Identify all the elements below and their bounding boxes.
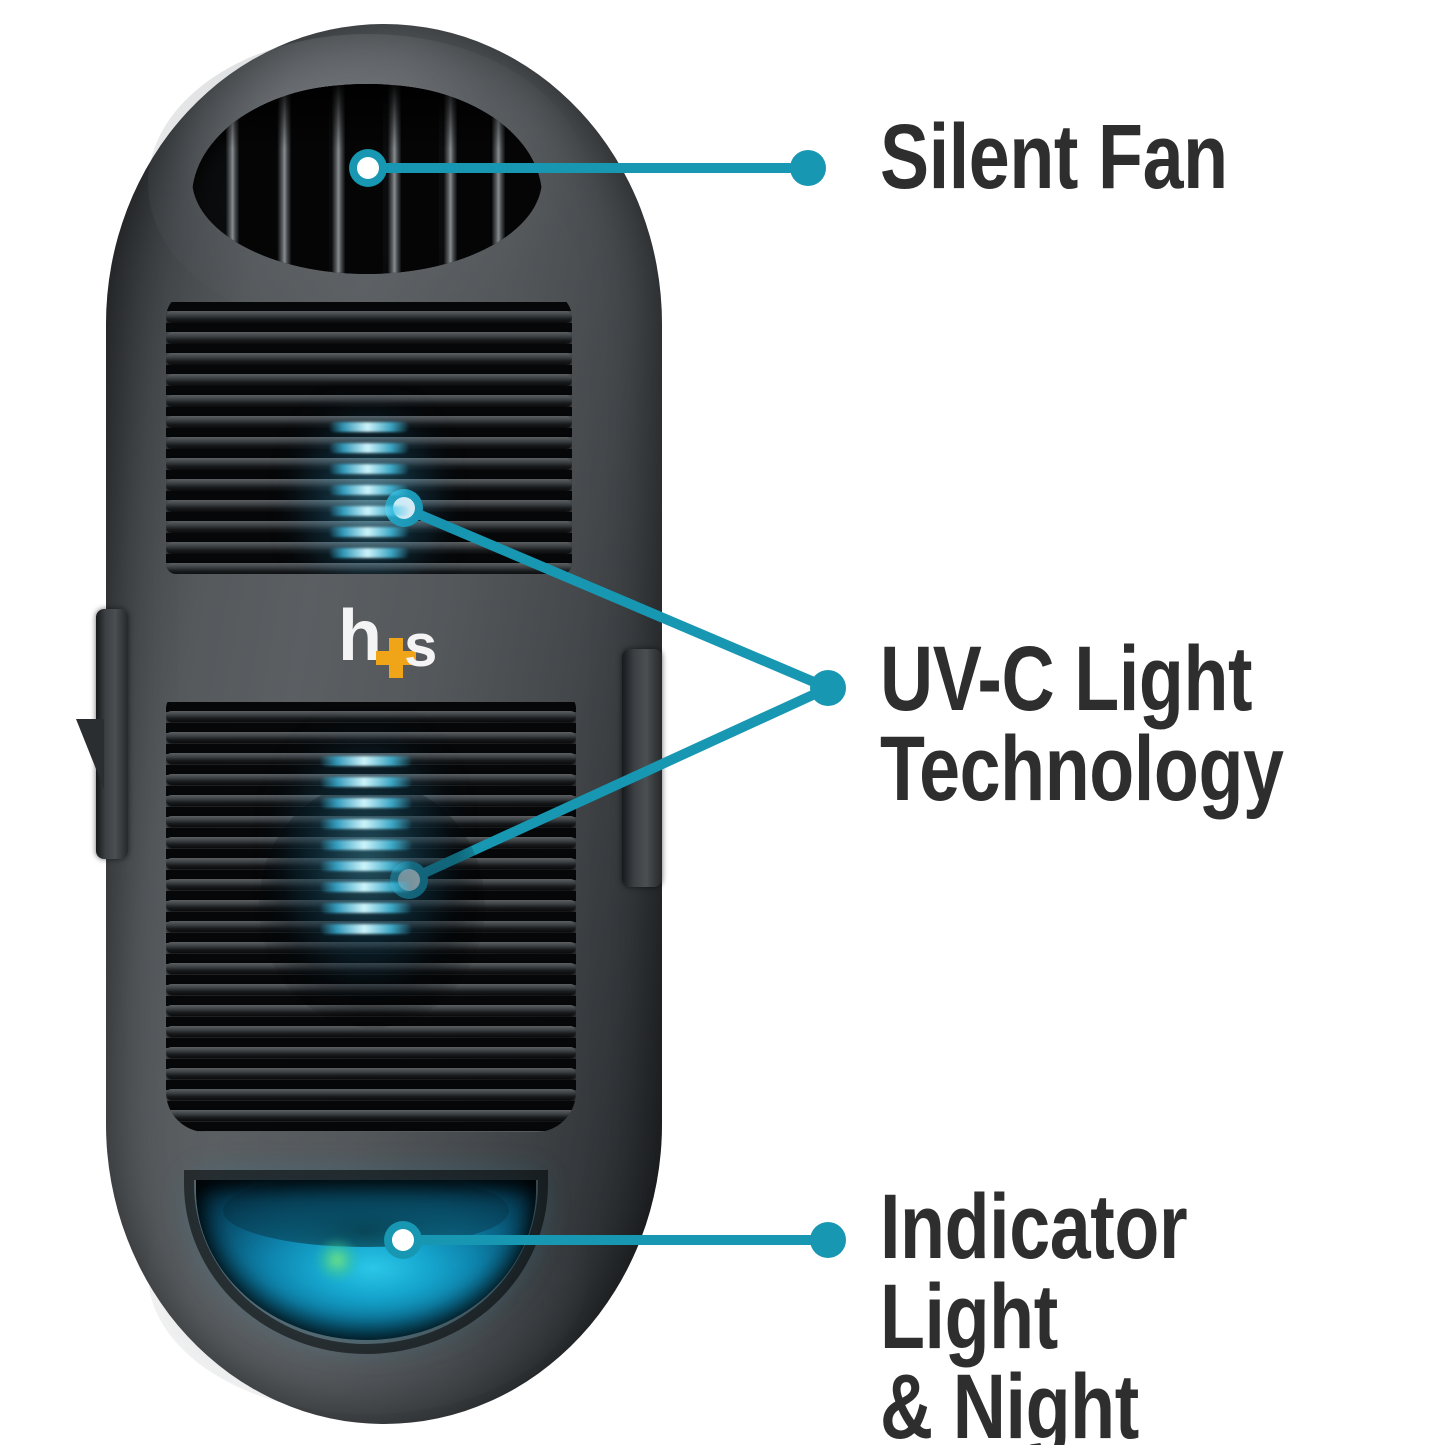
grille-slat bbox=[166, 1026, 576, 1037]
grille-slot bbox=[166, 449, 572, 458]
grille-slat bbox=[166, 521, 572, 533]
grille-slot bbox=[166, 344, 572, 353]
grille-slat bbox=[166, 1089, 576, 1100]
grille-slat bbox=[166, 1110, 576, 1121]
grille-slat bbox=[166, 374, 572, 386]
logo-letter-h: h bbox=[338, 596, 382, 676]
grille-slat bbox=[166, 353, 572, 365]
upper-air-grille bbox=[166, 292, 572, 574]
grille-slat bbox=[166, 437, 572, 449]
indicator-green-led bbox=[314, 1238, 360, 1282]
fan-vent-slat bbox=[388, 84, 401, 274]
grille-slot bbox=[166, 470, 572, 479]
grille-slat bbox=[166, 732, 576, 743]
right-side-tab bbox=[622, 649, 662, 887]
left-side-tab bbox=[76, 609, 128, 859]
fan-vent-gap bbox=[291, 84, 329, 274]
grille-slat bbox=[166, 711, 576, 722]
grille-slat bbox=[166, 753, 576, 764]
grille-slat bbox=[166, 416, 572, 428]
terminal-dot-silent-fan bbox=[790, 150, 826, 186]
left-tab-wedge bbox=[76, 719, 104, 789]
lower-air-grille bbox=[166, 696, 576, 1132]
grille-slat bbox=[166, 332, 572, 344]
grille-slat bbox=[166, 1131, 576, 1132]
grille-slot bbox=[166, 744, 576, 754]
fan-vent-slat bbox=[278, 84, 291, 274]
terminal-dot-uvc bbox=[810, 670, 846, 706]
grille-slot bbox=[166, 723, 576, 733]
grille-slat bbox=[166, 542, 572, 554]
grille-slat bbox=[166, 963, 576, 974]
grille-slot bbox=[166, 1080, 576, 1090]
fan-vent-slat bbox=[444, 84, 457, 274]
grille-slat bbox=[166, 774, 576, 785]
grille-slat bbox=[166, 479, 572, 491]
grille-slat bbox=[166, 795, 576, 806]
grille-slot bbox=[166, 428, 572, 437]
callout-label-silent-fan: Silent Fan bbox=[880, 106, 1228, 208]
callout-label-indicator-night-light: Indicator Light & Night Light bbox=[880, 1176, 1188, 1445]
grille-slat bbox=[166, 837, 576, 848]
grille-slat bbox=[166, 858, 576, 869]
grille-slat bbox=[166, 395, 572, 407]
grille-slot bbox=[166, 491, 572, 500]
fan-vent-gap bbox=[345, 84, 383, 274]
grille-slat bbox=[166, 942, 576, 953]
grille-slot bbox=[166, 1059, 576, 1069]
grille-slot bbox=[166, 1101, 576, 1111]
grille-slot bbox=[166, 512, 572, 521]
grille-slot bbox=[166, 533, 572, 542]
fan-vent-slat bbox=[332, 84, 345, 274]
grille-slot bbox=[166, 407, 572, 416]
grille-slat bbox=[166, 816, 576, 827]
grille-slot bbox=[166, 365, 572, 374]
fan-vent-gap bbox=[401, 84, 439, 274]
logo-letter-s: s bbox=[404, 612, 437, 679]
fan-vent-gap bbox=[457, 84, 495, 274]
callout-label-uv-c-light-technology: UV-C Light Technology bbox=[880, 628, 1284, 821]
grille-slot bbox=[166, 765, 576, 775]
grille-slot bbox=[166, 1122, 576, 1132]
grille-slat bbox=[166, 984, 576, 995]
terminal-dot-indicator bbox=[810, 1222, 846, 1258]
grille-slot bbox=[166, 1038, 576, 1048]
grille-slot bbox=[166, 323, 572, 332]
grille-slat bbox=[166, 1068, 576, 1079]
brand-logo: h s bbox=[338, 600, 458, 682]
grille-slot bbox=[166, 554, 572, 563]
grille-slat bbox=[166, 563, 572, 574]
grille-slat bbox=[166, 1047, 576, 1058]
fan-vent-gap bbox=[239, 84, 277, 274]
product-image: h s bbox=[76, 24, 678, 1424]
grille-slat bbox=[166, 900, 576, 911]
top-fan-vent bbox=[192, 84, 542, 274]
grille-slat bbox=[166, 311, 572, 323]
grille-slot bbox=[166, 702, 576, 712]
grille-slat bbox=[166, 1005, 576, 1016]
grille-slat bbox=[166, 458, 572, 470]
grille-slat bbox=[166, 500, 572, 512]
grille-slat bbox=[166, 921, 576, 932]
grille-slot bbox=[166, 302, 572, 311]
grille-slot bbox=[166, 386, 572, 395]
grille-slat bbox=[166, 879, 576, 890]
